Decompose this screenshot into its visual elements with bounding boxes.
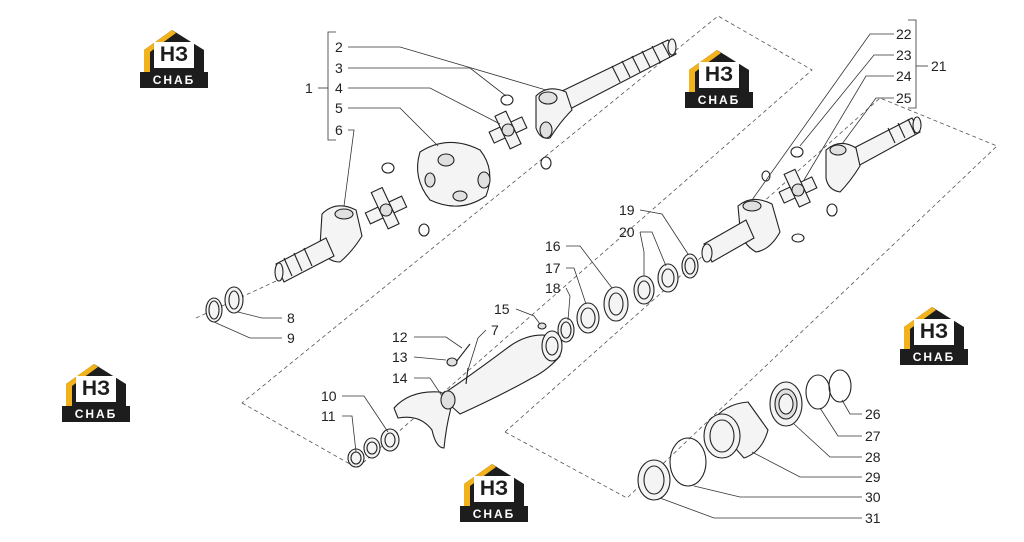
callout-15: 15 xyxy=(494,301,510,317)
watermark-logo: НЗ СНАБ xyxy=(458,462,530,526)
callout-4: 4 xyxy=(335,80,343,96)
watermark-logo: НЗ СНАБ xyxy=(683,48,755,112)
watermark-mark: НЗ xyxy=(76,376,116,402)
cross-4 xyxy=(488,110,528,150)
steering-arm-14 xyxy=(393,391,452,449)
watermark-text: СНАБ xyxy=(460,506,528,522)
ring-18 xyxy=(557,317,575,343)
grease-nipple-15 xyxy=(537,322,547,330)
circlip-4b xyxy=(540,156,552,170)
ring-19 xyxy=(681,253,699,279)
axle-housing xyxy=(393,322,563,449)
cross-24 xyxy=(778,168,818,208)
callout-23: 23 xyxy=(896,47,912,63)
callout-5: 5 xyxy=(335,100,343,116)
callout-12: 12 xyxy=(392,329,408,345)
callout-25: 25 xyxy=(896,90,912,106)
callout-17: 17 xyxy=(545,260,561,276)
circlip-26 xyxy=(828,369,852,403)
shaft-21 xyxy=(849,117,921,167)
watermark-text: СНАБ xyxy=(62,406,130,422)
seal-ring-8 xyxy=(224,286,244,314)
nut-13 xyxy=(446,357,458,367)
cross-lower xyxy=(364,186,408,230)
callout-9: 9 xyxy=(287,330,295,346)
callout-1: 1 xyxy=(305,80,313,96)
watermark-logo: НЗ СНАБ xyxy=(60,362,132,426)
watermark-logo: НЗ СНАБ xyxy=(898,305,970,369)
watermark-logo: НЗ СНАБ xyxy=(138,28,210,92)
watermark-mark: НЗ xyxy=(154,42,194,68)
bearing-10 xyxy=(380,428,400,452)
watermark-text: СНАБ xyxy=(900,349,968,365)
seal-31 xyxy=(637,459,671,501)
callout-24: 24 xyxy=(896,68,912,84)
right-shaft-assembly xyxy=(701,116,922,263)
callout-21: 21 xyxy=(931,58,947,74)
callout-26: 26 xyxy=(865,406,881,422)
callout-6: 6 xyxy=(335,122,343,138)
bearing-17 xyxy=(576,302,600,334)
axis-line-left xyxy=(195,269,301,319)
callout-10: 10 xyxy=(321,388,337,404)
callout-20: 20 xyxy=(619,224,635,240)
ring-20a xyxy=(657,263,679,293)
bolt-12 xyxy=(455,343,471,363)
callout-11: 11 xyxy=(321,408,336,424)
callout-3: 3 xyxy=(335,60,343,76)
pin-7 xyxy=(465,367,469,385)
bearing-28 xyxy=(769,381,803,427)
ring-20b xyxy=(633,275,655,305)
callout-19: 19 xyxy=(619,202,635,218)
circlip-3 xyxy=(500,94,514,106)
watermark-mark: НЗ xyxy=(699,62,739,88)
left-shaft-assembly xyxy=(274,38,677,283)
assembly-outline-right xyxy=(504,97,998,499)
callout-28: 28 xyxy=(865,449,881,465)
watermark-mark: НЗ xyxy=(914,319,954,345)
sleeve-29 xyxy=(703,401,769,459)
assembly-outline-axle xyxy=(241,15,813,469)
yoke-25 xyxy=(825,142,861,193)
callout-numbers: 1 2 3 4 5 6 7 8 9 10 11 12 13 14 15 16 1… xyxy=(287,26,947,526)
bearing-16 xyxy=(603,286,629,322)
callout-18: 18 xyxy=(545,280,561,296)
watermark-text: СНАБ xyxy=(685,92,753,108)
callout-14: 14 xyxy=(392,370,408,386)
leader-lines xyxy=(213,19,928,519)
callout-27: 27 xyxy=(865,428,881,444)
watermark-mark: НЗ xyxy=(474,476,514,502)
watermark-text: СНАБ xyxy=(140,72,208,88)
seal-ring-9 xyxy=(205,297,223,323)
callout-8: 8 xyxy=(287,310,295,326)
callout-31: 31 xyxy=(865,510,881,526)
callout-22: 22 xyxy=(896,26,912,42)
callout-2: 2 xyxy=(335,39,343,55)
circlip-23 xyxy=(790,146,804,158)
callout-7: 7 xyxy=(491,322,499,338)
callout-30: 30 xyxy=(865,489,881,505)
callout-16: 16 xyxy=(545,238,561,254)
circlip-27 xyxy=(805,374,831,410)
callout-29: 29 xyxy=(865,469,881,485)
long-shaft xyxy=(559,39,677,111)
o-ring-30 xyxy=(669,437,707,487)
callout-13: 13 xyxy=(392,349,408,365)
coupling-housing-5 xyxy=(417,141,491,207)
